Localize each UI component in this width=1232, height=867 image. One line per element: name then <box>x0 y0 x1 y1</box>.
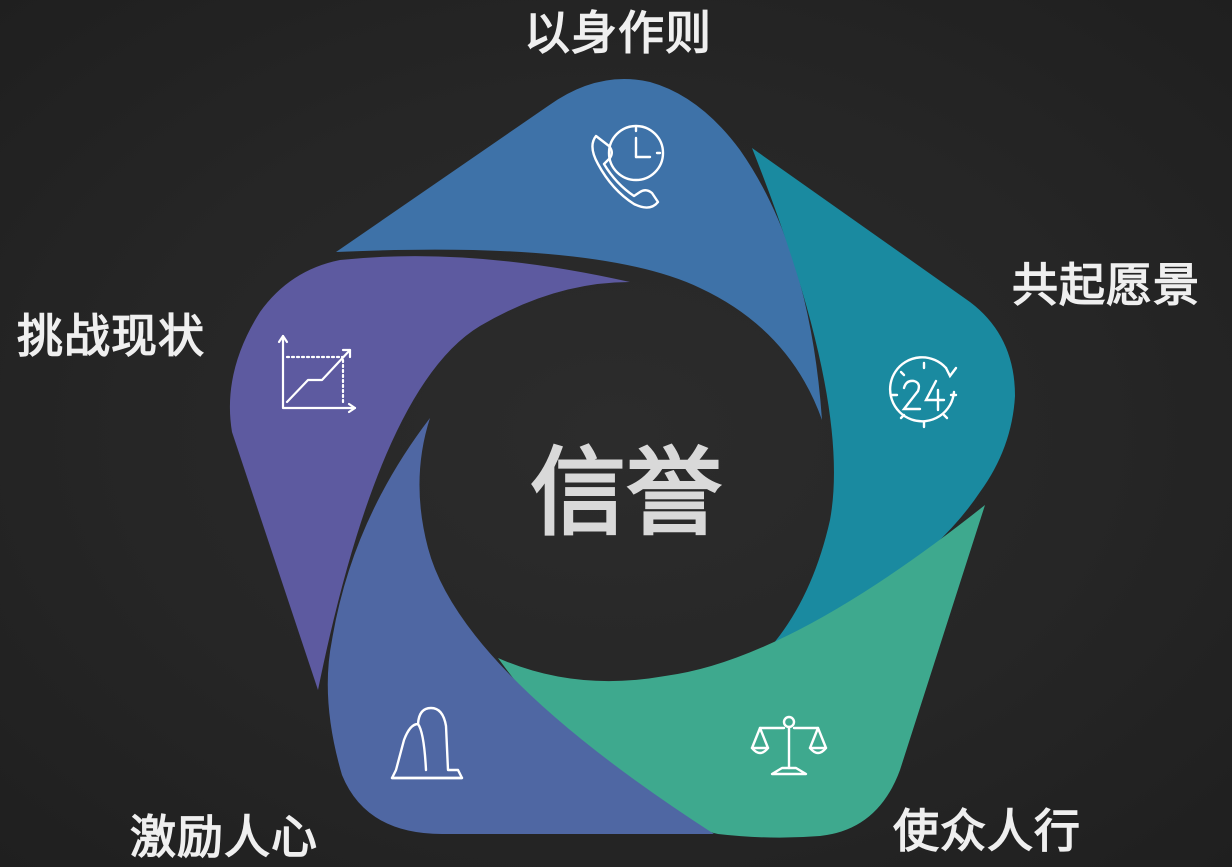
balance-scale-icon <box>750 715 828 776</box>
segment-shared-vision <box>752 148 1015 650</box>
label-shared-vision: 共起愿景 <box>1012 258 1200 312</box>
phone-clock-icon <box>591 124 665 209</box>
mountain-icon <box>390 706 464 780</box>
segment-challenge-status-quo <box>229 256 630 690</box>
growth-chart-icon <box>277 334 357 414</box>
center-title: 信誉 <box>530 437 722 549</box>
label-lead-by-example: 以身作则 <box>524 6 712 60</box>
label-enable-others: 使众人行 <box>893 804 1081 858</box>
segment-inspire-hearts <box>327 418 714 834</box>
segment-lead-by-example <box>336 79 822 420</box>
label-inspire-hearts: 激励人心 <box>130 810 318 864</box>
label-challenge-status-quo: 挑战现状 <box>17 309 205 363</box>
24-hour-icon <box>888 356 958 429</box>
segment-enable-others <box>498 505 985 838</box>
